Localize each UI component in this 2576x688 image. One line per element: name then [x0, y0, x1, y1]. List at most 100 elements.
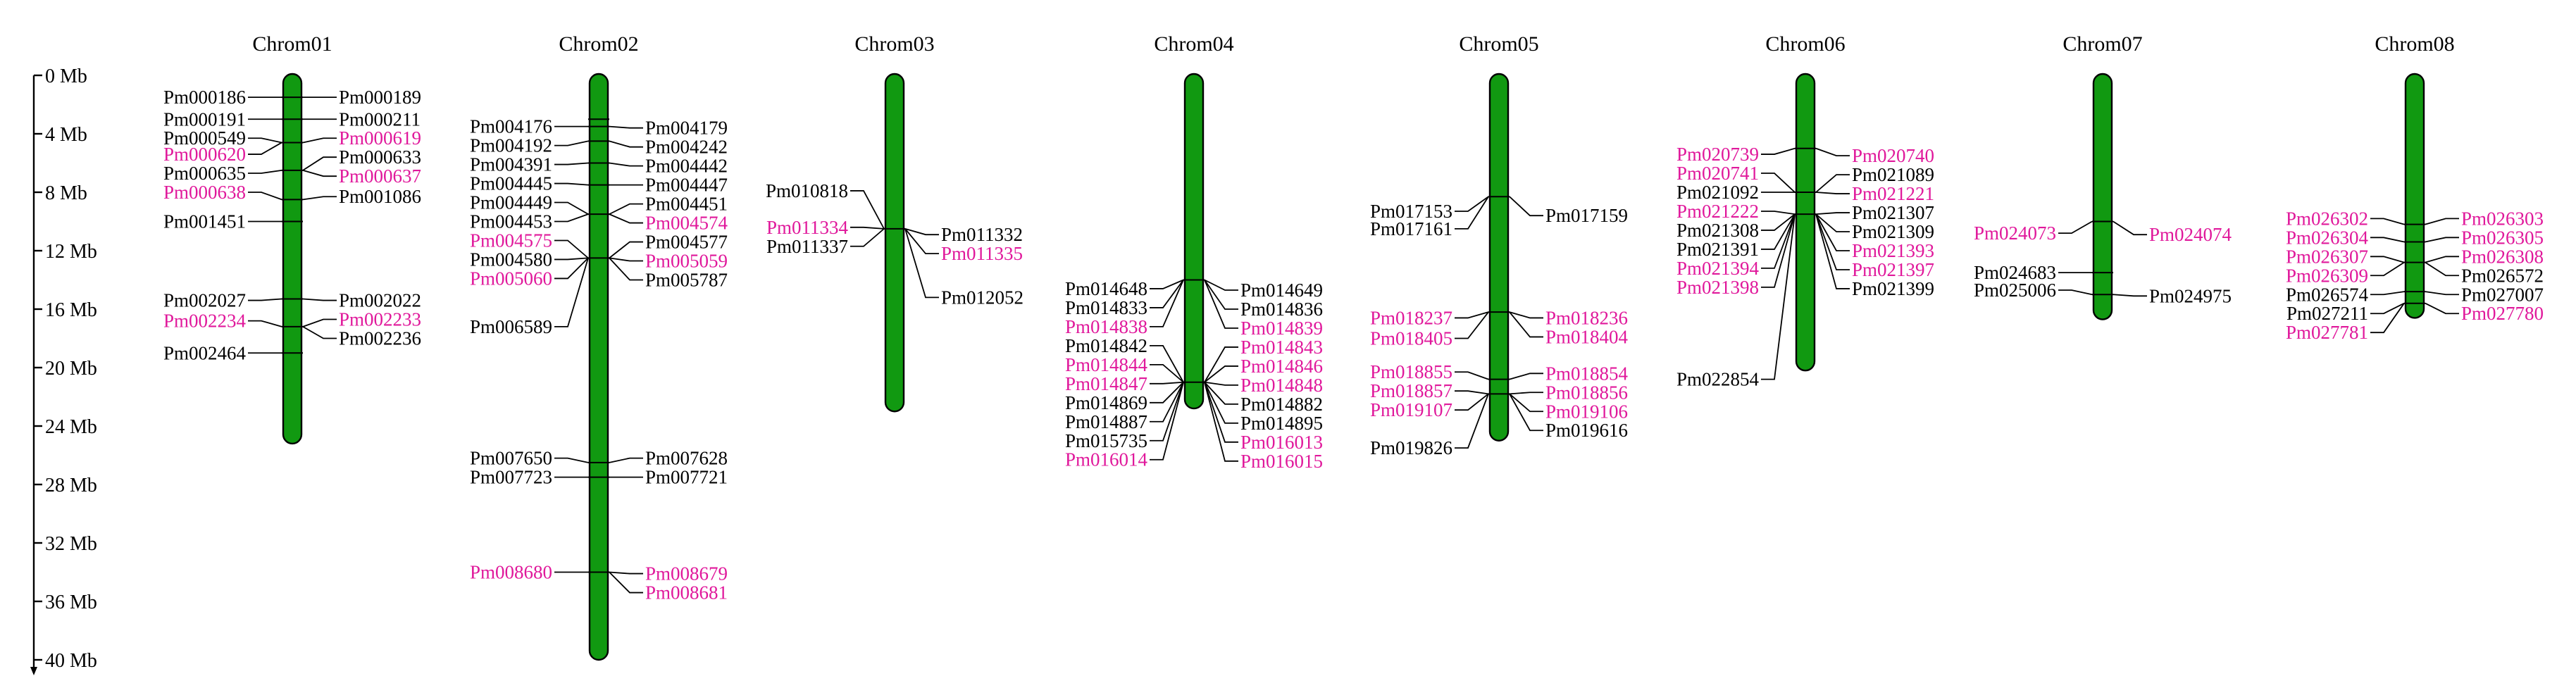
gene-label: Pm021397 [1852, 259, 1934, 280]
label-leader-line [904, 228, 939, 236]
gene-label: Pm026304 [2286, 227, 2369, 248]
chromosome-title: Chrom04 [1154, 32, 1233, 56]
gene-label: Pm014833 [1065, 297, 1147, 318]
axis-tick-label: 0 Mb [45, 65, 87, 87]
axis-tick-label: 16 Mb [45, 299, 97, 321]
gene-label: Pm021393 [1852, 240, 1934, 261]
label-leader-line [302, 298, 337, 301]
gene-label: Pm027780 [2461, 303, 2544, 324]
gene-label: Pm007628 [645, 448, 728, 469]
label-leader-line [1204, 280, 1238, 329]
gene-label: Pm021221 [1852, 183, 1934, 204]
gene-label: Pm004453 [470, 211, 552, 232]
label-leader-line [609, 571, 643, 594]
label-leader-line [1509, 393, 1543, 432]
gene-label: Pm021222 [1676, 201, 1759, 222]
gene-label: Pm027007 [2461, 284, 2544, 305]
chromosome-chrom06: Chrom06Pm020739Pm020741Pm021092Pm021222P… [1676, 32, 1934, 390]
gene-label: Pm000620 [163, 144, 246, 165]
label-leader-line [2370, 261, 2405, 277]
chromosomes: Chrom01Pm000186Pm000191Pm000549Pm000620P… [163, 32, 2544, 661]
gene-label: Pm000638 [163, 182, 246, 203]
axis-tick-label: 12 Mb [45, 241, 97, 263]
chromosome-title: Chrom05 [1459, 32, 1538, 56]
label-leader-line [1150, 381, 1184, 384]
gene-label: Pm000189 [339, 87, 421, 108]
gene-label: Pm007721 [645, 467, 728, 488]
axis-tick-label: 28 Mb [45, 475, 97, 496]
gene-label: Pm027781 [2286, 322, 2368, 343]
gene-label: Pm011335 [941, 243, 1023, 264]
label-leader-line [1509, 373, 1543, 380]
gene-label: Pm021391 [1676, 239, 1759, 260]
chromosome-body [2092, 73, 2113, 320]
axis-tick-label: 32 Mb [45, 533, 97, 555]
label-leader-line [554, 162, 589, 165]
gene-label: Pm014895 [1240, 413, 1323, 434]
gene-label: Pm000635 [163, 163, 246, 184]
gene-label: Pm005060 [470, 268, 552, 289]
label-leader-line [2058, 289, 2093, 296]
label-leader-line [609, 257, 643, 262]
gene-label: Pm004242 [645, 137, 728, 158]
gene-label: Pm011334 [766, 217, 849, 238]
label-leader-line [1204, 346, 1238, 383]
label-leader-line [1509, 393, 1543, 413]
chromosome-title: Chrom01 [252, 32, 332, 56]
chromosome-body [282, 73, 303, 445]
label-leader-line [1815, 174, 1850, 193]
label-leader-line [302, 137, 337, 144]
axis-arrow-icon [30, 667, 37, 675]
chromosome-title: Chrom02 [559, 32, 638, 56]
label-leader-line [1150, 382, 1184, 423]
gene-label: Pm021398 [1676, 277, 1759, 298]
label-leader-line [609, 140, 643, 148]
label-leader-line [1509, 311, 1543, 338]
label-leader-line [1761, 173, 1796, 193]
gene-label: Pm022854 [1676, 369, 1760, 390]
axis-tick-label: 40 Mb [45, 650, 97, 672]
chromosome-title: Chrom07 [2062, 32, 2142, 56]
gene-label: Pm015735 [1065, 430, 1147, 451]
gene-label: Pm019616 [1545, 420, 1628, 441]
label-leader-line [1761, 214, 1796, 380]
gene-label: Pm018857 [1370, 380, 1452, 401]
label-leader-line [1150, 382, 1184, 404]
gene-label: Pm026572 [2461, 265, 2544, 286]
label-leader-line [1815, 213, 1850, 289]
label-leader-line [1204, 382, 1238, 424]
gene-label: Pm011337 [766, 236, 848, 257]
gene-label: Pm018404 [1545, 326, 1629, 347]
label-leader-line [1204, 279, 1238, 310]
gene-label: Pm014648 [1065, 278, 1147, 299]
chromosome-body [1183, 73, 1205, 410]
label-leader-line [1150, 382, 1184, 442]
gene-label: Pm014838 [1065, 316, 1147, 337]
label-leader-line [302, 170, 337, 177]
gene-label: Pm014844 [1065, 354, 1148, 375]
gene-label: Pm018856 [1545, 382, 1628, 403]
chromosome-body [884, 73, 905, 413]
gene-label: Pm000549 [163, 127, 246, 149]
gene-label: Pm019826 [1370, 437, 1452, 458]
chromosome-title: Chrom03 [854, 32, 934, 56]
chromosome-chrom08: Chrom08Pm026302Pm026304Pm026307Pm026309P… [2286, 32, 2544, 343]
label-leader-line [1204, 365, 1238, 383]
gene-label: Pm014882 [1240, 394, 1323, 415]
gene-label: Pm000211 [339, 108, 421, 130]
gene-label: Pm021399 [1852, 278, 1934, 299]
label-leader-line [1455, 196, 1489, 212]
gene-label: Pm017159 [1545, 205, 1628, 226]
gene-label: Pm019106 [1545, 401, 1628, 422]
gene-label: Pm004192 [470, 135, 552, 156]
gene-label: Pm001086 [339, 186, 421, 207]
chromosome-title: Chrom06 [1765, 32, 1845, 56]
label-leader-line [248, 137, 282, 144]
gene-label: Pm004574 [645, 213, 728, 234]
label-leader-line [1815, 213, 1850, 251]
label-leader-line [2425, 256, 2459, 263]
gene-label: Pm000191 [163, 108, 246, 130]
chromosome-body [1488, 73, 1510, 442]
gene-label: Pm001451 [163, 211, 246, 232]
label-leader-line [1150, 344, 1184, 383]
